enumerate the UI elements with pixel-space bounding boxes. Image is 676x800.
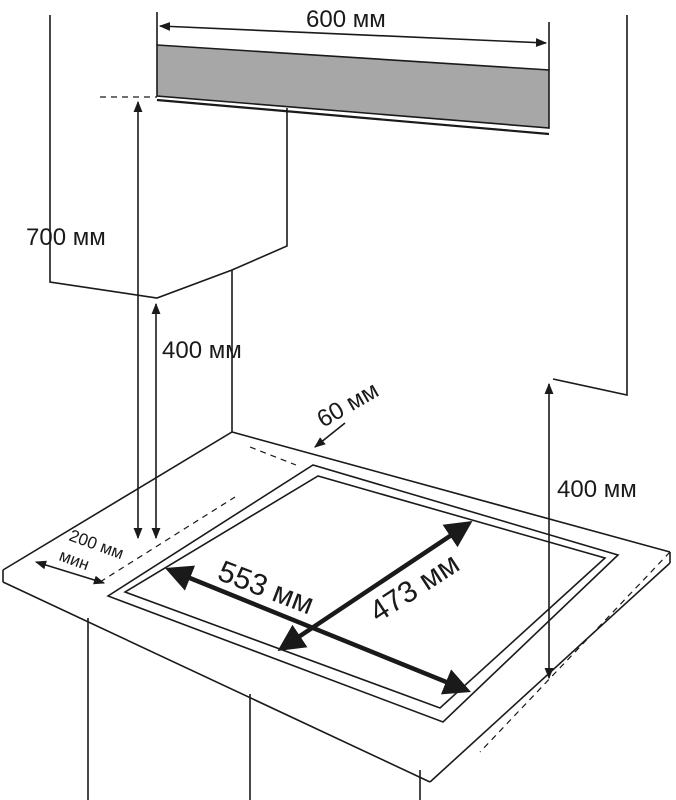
hood bbox=[156, 44, 550, 129]
label-400-left: 400 мм bbox=[162, 337, 242, 364]
countertop-top bbox=[2, 431, 671, 571]
label-700: 700 мм bbox=[26, 224, 106, 251]
countertop-front bbox=[3, 552, 670, 782]
dim-473-arrow bbox=[277, 521, 473, 651]
countertop-front-edge bbox=[2, 581, 431, 783]
dim-600-arrow bbox=[158, 21, 548, 48]
dashed-back-ref bbox=[249, 446, 297, 466]
dim-200-arrow bbox=[34, 560, 106, 585]
right-wall bbox=[552, 15, 628, 396]
dim-60-arrow bbox=[314, 422, 346, 448]
label-400-right: 400 мм bbox=[557, 476, 637, 503]
label-600: 600 мм bbox=[306, 6, 386, 33]
wall-cabinet bbox=[49, 15, 288, 299]
label-60: 60 мм bbox=[313, 377, 384, 434]
dashed-right-ref bbox=[479, 551, 671, 753]
dashed-left-ref bbox=[99, 496, 236, 583]
hood-bottom-edge bbox=[156, 98, 550, 136]
countertop-side-edge bbox=[429, 562, 671, 783]
